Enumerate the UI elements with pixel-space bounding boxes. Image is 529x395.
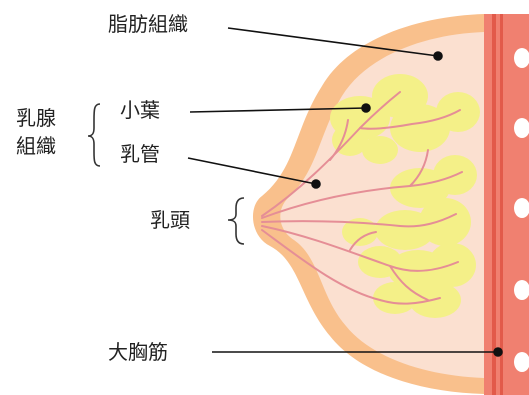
pectoral-muscle-label: 大胸筋 bbox=[108, 340, 168, 364]
lobule-cluster bbox=[419, 198, 471, 246]
pectoral-dot bbox=[494, 348, 502, 356]
muscle-stripe bbox=[500, 14, 503, 395]
nipple-brace bbox=[228, 198, 244, 244]
lobule-cluster bbox=[362, 136, 398, 164]
duct-label: 乳管 bbox=[120, 142, 160, 166]
lobule-dot bbox=[362, 104, 370, 112]
muscle-stripe bbox=[492, 14, 496, 395]
fat-tissue-dot bbox=[434, 52, 442, 60]
duct-dot bbox=[312, 180, 320, 188]
nipple-label: 乳頭 bbox=[150, 208, 190, 232]
lobule-label: 小葉 bbox=[120, 98, 160, 122]
mammary-brace bbox=[88, 104, 100, 166]
fat-tissue-label: 脂肪組織 bbox=[108, 12, 188, 36]
mammary-tissue-label-line1: 乳腺 bbox=[16, 106, 56, 130]
mammary-tissue-label-line2: 組織 bbox=[16, 134, 56, 158]
